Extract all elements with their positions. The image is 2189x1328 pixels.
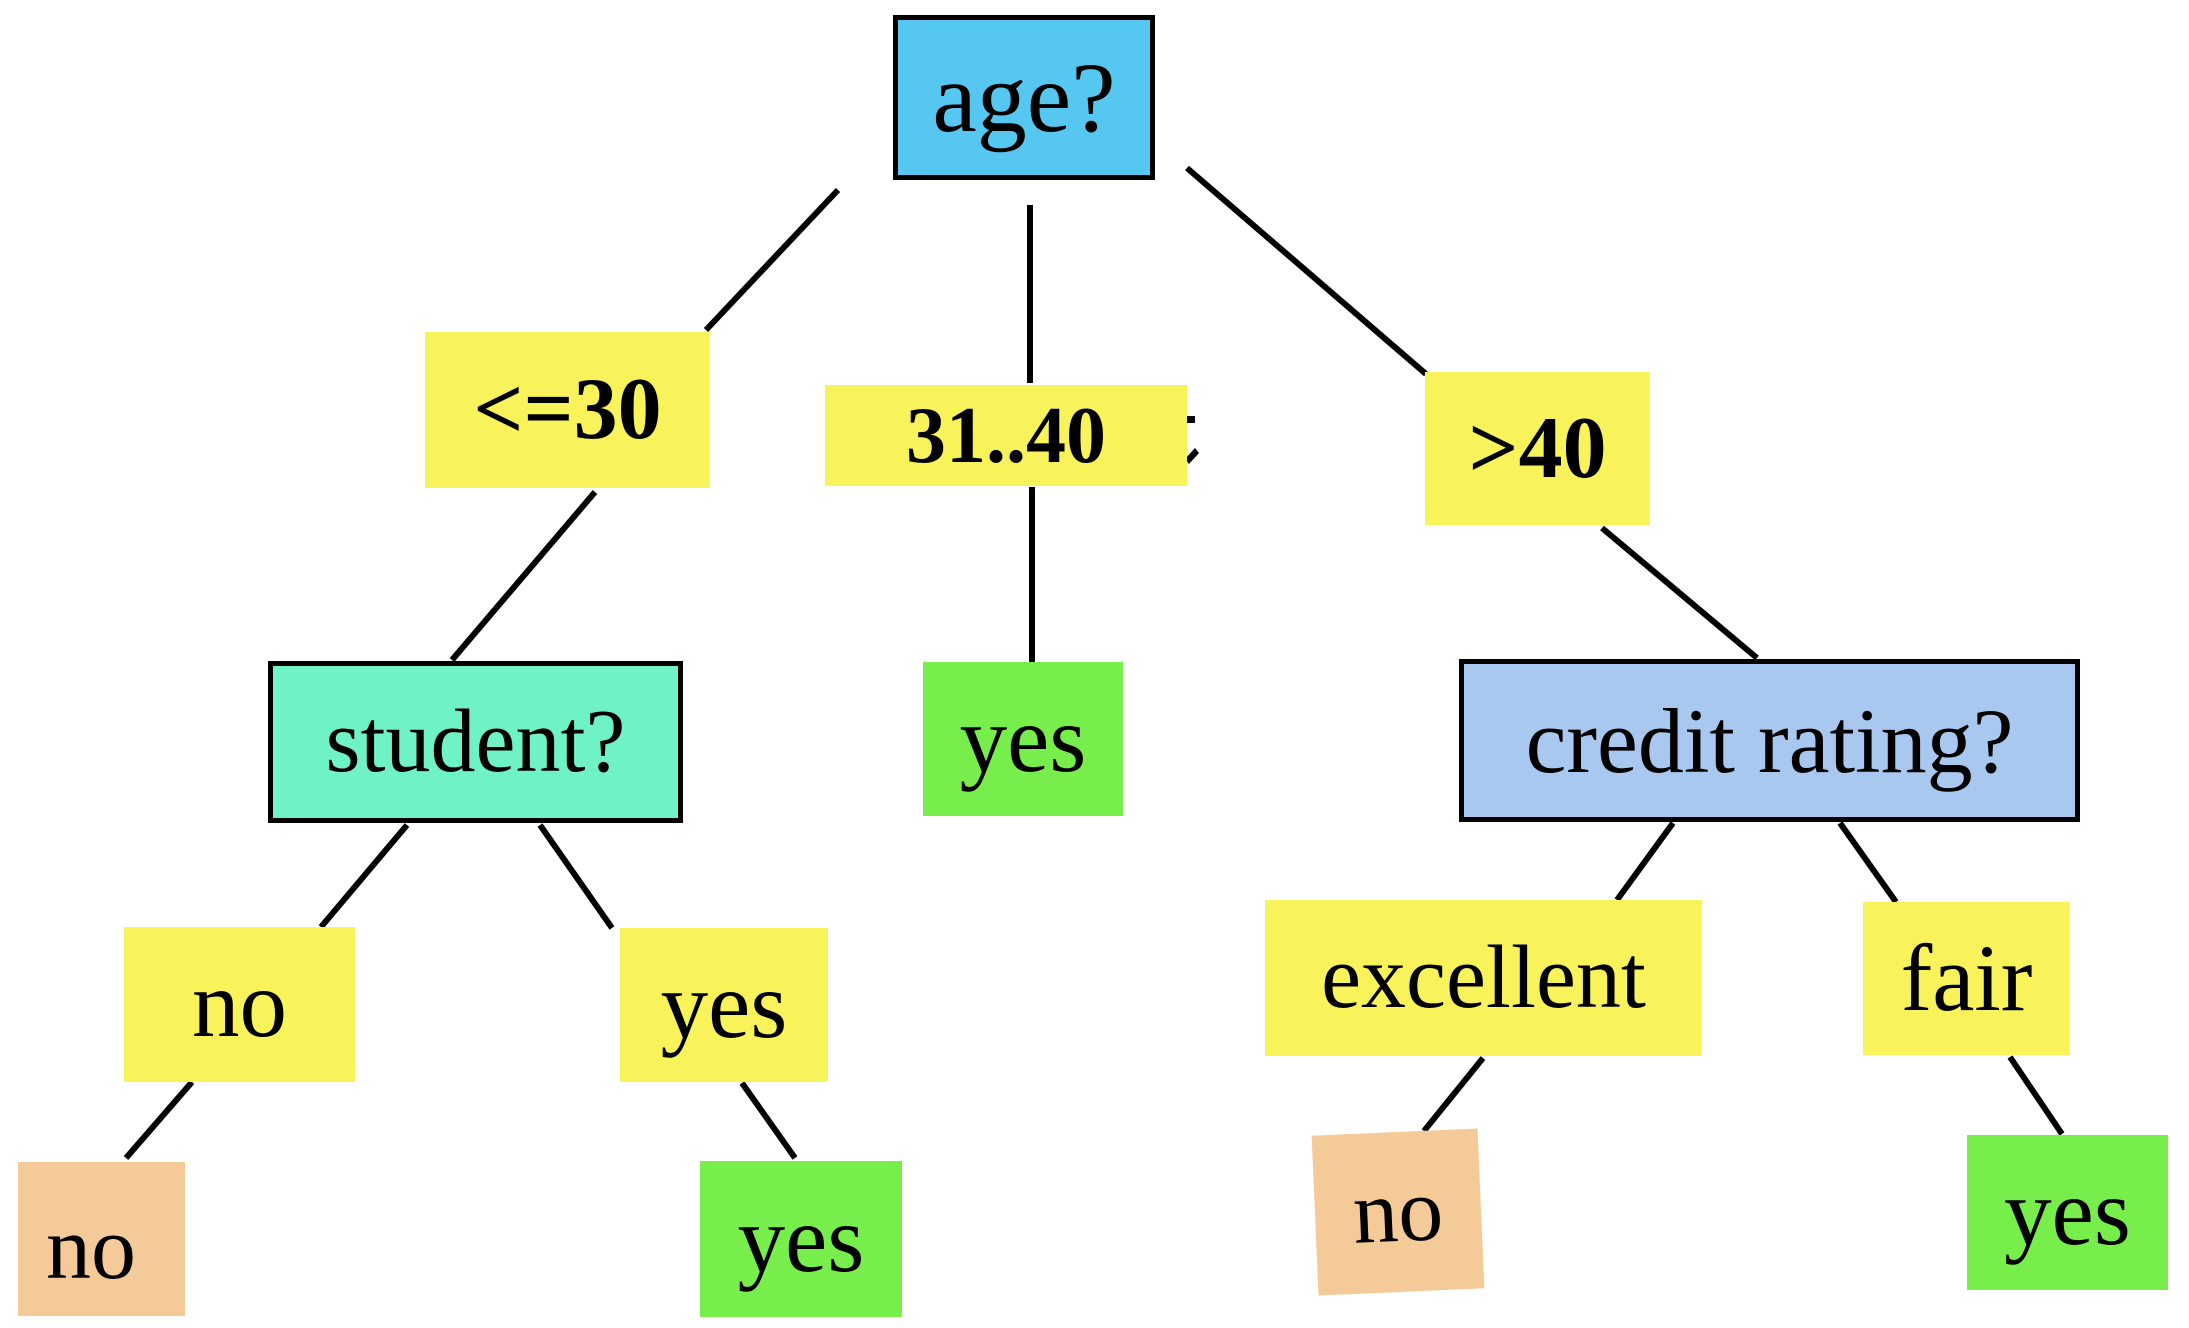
leaf-yes-credit: yes bbox=[1967, 1135, 2168, 1290]
branch-label-student-no: no bbox=[124, 927, 355, 1082]
edge-le30-student bbox=[449, 490, 598, 662]
edge-age-gt40 bbox=[1185, 165, 1428, 377]
leaf-yes-31-40: yes bbox=[923, 662, 1123, 816]
decision-node-credit-rating: credit rating? bbox=[1459, 659, 2080, 822]
branch-label-fair: fair bbox=[1863, 902, 2070, 1055]
edge-credit-fair bbox=[1837, 821, 1899, 904]
edge-gt40-credit bbox=[1600, 525, 1759, 661]
edge-student-no bbox=[318, 823, 410, 929]
edge-age-le30 bbox=[703, 187, 841, 333]
edge-student-yes bbox=[537, 823, 615, 930]
leaf-yes-student: yes bbox=[700, 1161, 902, 1317]
branch-label-excellent: excellent bbox=[1265, 900, 1702, 1056]
leaf-no-student: no bbox=[18, 1162, 185, 1316]
leaf-no-credit: no bbox=[1311, 1128, 1485, 1296]
branch-label-le30: <=30 bbox=[425, 332, 710, 488]
edge-no-leafno bbox=[123, 1080, 195, 1160]
branch-label-31-40: 31..40 bbox=[825, 385, 1187, 486]
edge-credit-excellent bbox=[1614, 821, 1676, 902]
edge-yes-leafyes bbox=[739, 1081, 798, 1160]
decision-node-age: age? bbox=[893, 15, 1155, 180]
branch-label-student-yes: yes bbox=[620, 928, 828, 1082]
decision-node-student: student? bbox=[268, 661, 683, 823]
stray-glyph-fragment bbox=[1185, 416, 1199, 464]
edge-fair-leafyes bbox=[2007, 1055, 2065, 1136]
edge-excellent-leafno bbox=[1421, 1056, 1486, 1133]
branch-label-gt40: >40 bbox=[1425, 372, 1650, 525]
